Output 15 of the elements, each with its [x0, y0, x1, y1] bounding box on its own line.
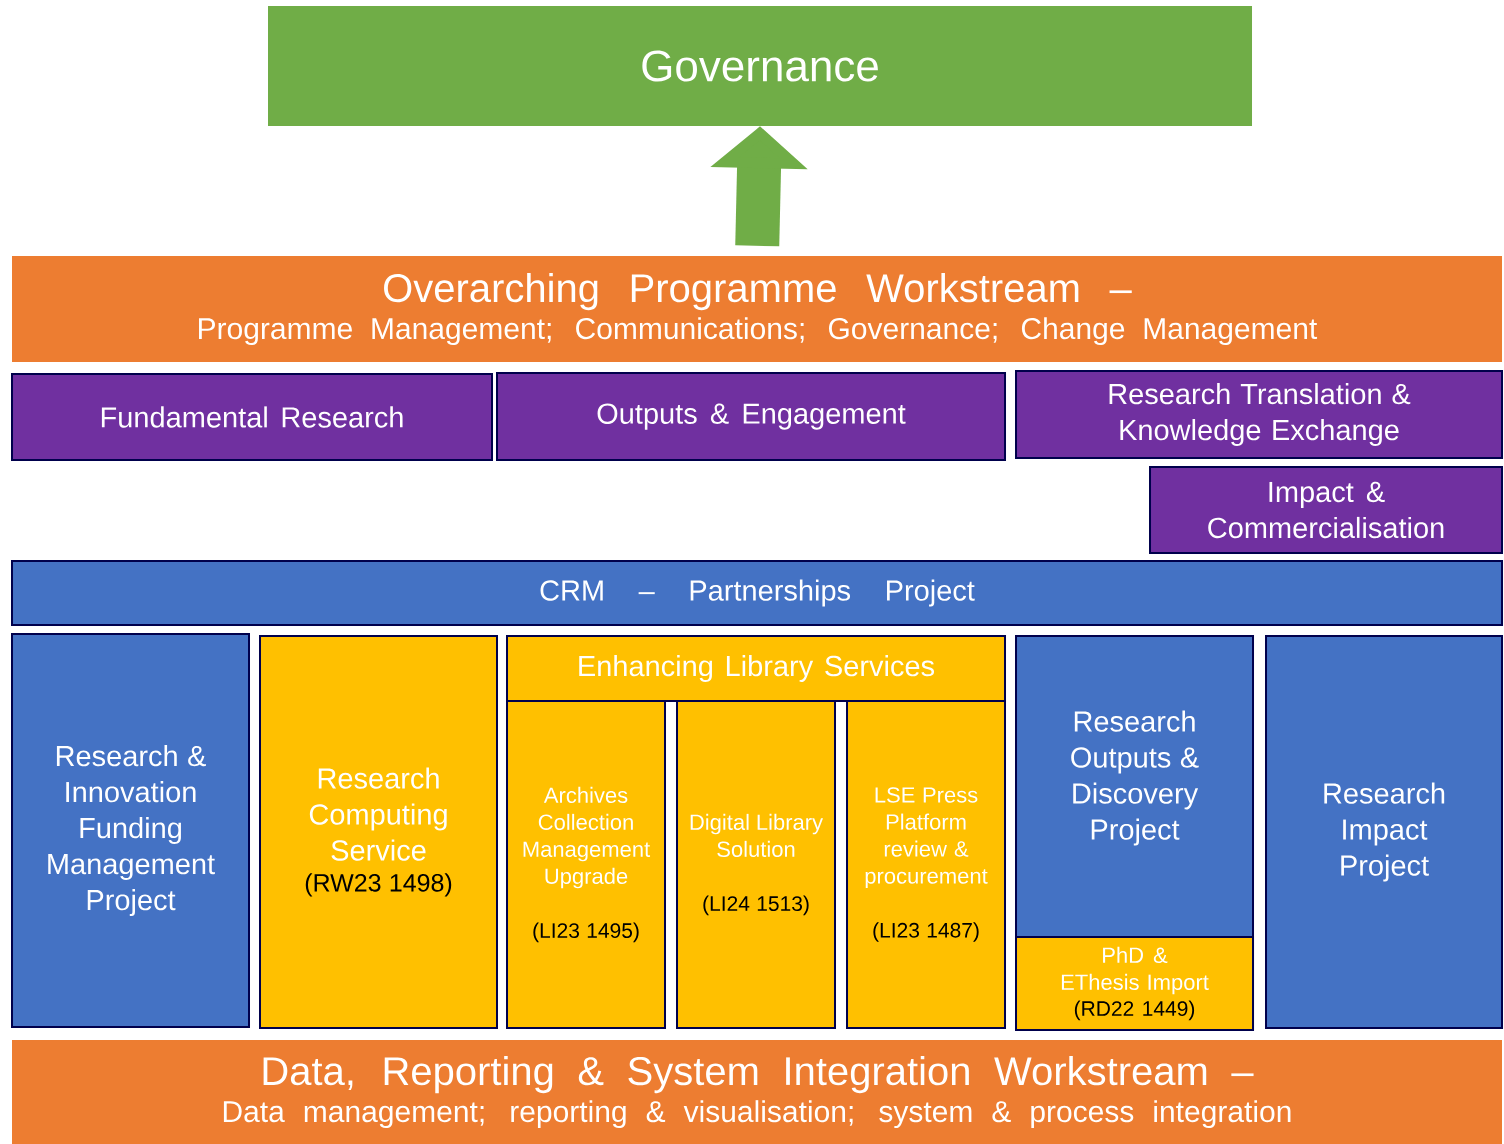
- theme-box: Impact & Commercialisation: [1149, 466, 1503, 554]
- workstream-band: Overarching Programme Workstream – Programme Management; Communications; Governance; Change Management: [12, 256, 1502, 362]
- project-box: Research Impact Project: [1265, 635, 1503, 1029]
- header-box: Enhancing Library Services: [506, 635, 1006, 702]
- theme-box: Research Translation & Knowledge Exchange: [1015, 370, 1503, 459]
- project-box: Research & Innovation Funding Management Project: [11, 633, 250, 1028]
- project-box: Research Computing Service (RW23 1498): [259, 635, 498, 1029]
- project-box: LSE Press Platform review & procurement (LI23 1487): [846, 700, 1006, 1029]
- project-band: CRM – Partnerships Project: [11, 560, 1503, 626]
- project-box: Digital Library Solution (LI24 1513): [676, 700, 836, 1029]
- project-box: PhD & EThesis Import (RD22 1449): [1015, 936, 1254, 1031]
- workstream-band: Data, Reporting & System Integration Workstream – Data management; reporting & visualisation; system & process integration: [12, 1040, 1502, 1144]
- project-box: Archives Collection Management Upgrade (LI23 1495): [506, 700, 666, 1029]
- theme-box: Fundamental Research: [11, 373, 493, 461]
- theme-box: Outputs & Engagement: [496, 372, 1006, 461]
